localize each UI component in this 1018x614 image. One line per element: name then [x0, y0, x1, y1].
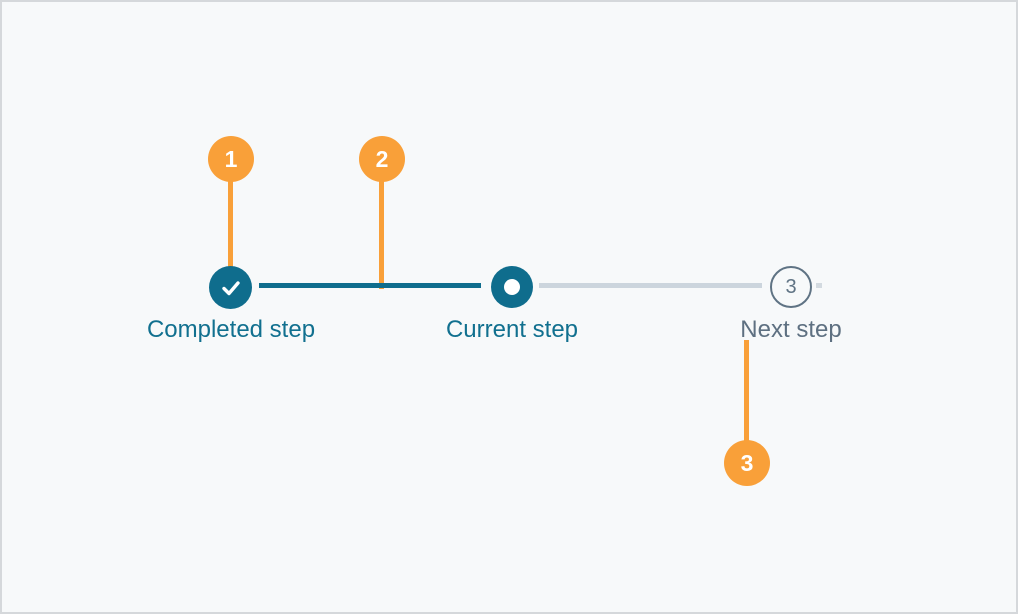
step-indicator-completed: [209, 266, 252, 309]
step-label-completed: Completed step: [146, 316, 316, 343]
callout-badge-2: 2: [359, 136, 405, 182]
checkmark-icon: [219, 276, 243, 300]
callout-badge-3: 3: [724, 440, 770, 486]
connector-upcoming: [539, 283, 762, 288]
callout-line-2: [379, 181, 384, 289]
callout-number: 3: [740, 449, 754, 476]
step-indicator-next: 3: [770, 266, 812, 308]
callout-badge-1: 1: [208, 136, 254, 182]
callout-number: 1: [224, 145, 238, 172]
callout-line-1: [228, 181, 233, 283]
connector-completed: [259, 283, 481, 288]
dot-indicator: [504, 279, 520, 295]
callout-line-3: [744, 340, 749, 443]
connector-stub: [816, 283, 822, 288]
step-number: 3: [785, 276, 797, 298]
step-label-next: Next step: [740, 316, 842, 343]
step-indicator-current: [491, 266, 533, 308]
step-label-current: Current step: [445, 316, 579, 343]
callout-number: 2: [375, 145, 389, 172]
